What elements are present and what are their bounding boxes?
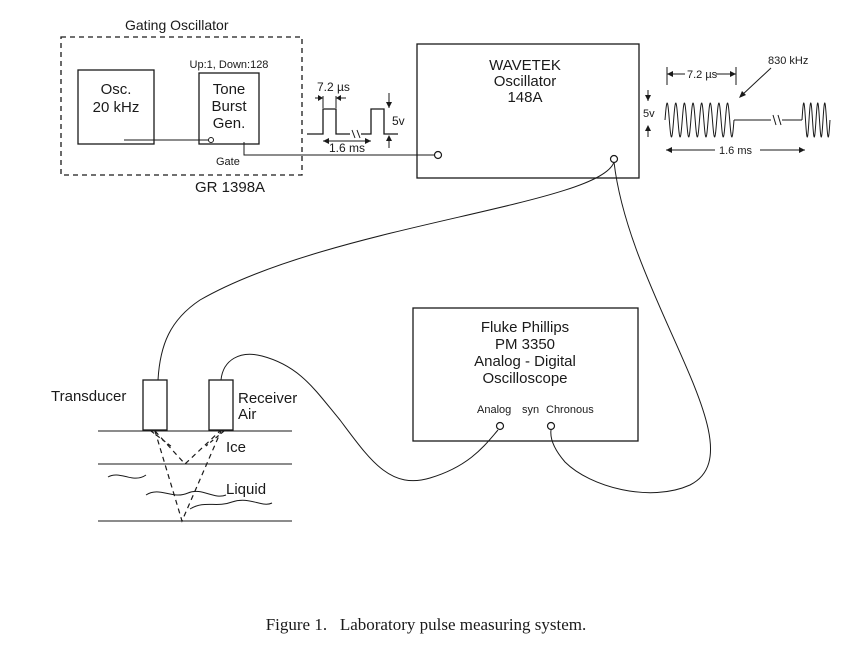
gating-oscillator-model: GR 1398A [195,179,265,196]
burst-time-break-mark [772,114,782,126]
receiver-label: Receiver [238,390,297,407]
burst-width-label: 7.2 µs [687,69,718,81]
liquid-label: Liquid [226,481,266,498]
arrowhead [323,138,329,144]
arrowhead [645,125,651,131]
tone-burst-box [198,72,260,145]
receiver-signal-cable [220,353,499,482]
oscilloscope: Fluke Phillips PM 3350 Analog - Digital … [412,307,639,442]
osc-label: Osc. [101,81,132,98]
sample-setup: Transducer Receiver Air Ice Liquid [51,379,297,523]
arrowhead [739,91,746,98]
wavetek-oscillator: WAVETEK Oscillator 148A [416,43,640,179]
receiver-element [208,379,234,431]
gating-oscillator-title: Gating Oscillator [125,17,229,33]
tone-burst-packet-2 [801,102,831,138]
osc-20khz-box [77,69,155,145]
transducer-label: Transducer [51,388,126,405]
liquid-bottom-ray-path [154,430,222,523]
arrowhead [645,95,651,101]
gate-pulse-trace-2 [361,108,398,135]
arrowhead [667,71,673,77]
gate-label: Gate [216,156,240,168]
oscilloscope-box [412,307,639,442]
oscilloscope-label: Oscilloscope [482,370,567,387]
arrowhead [365,138,371,144]
air-label: Air [238,406,256,423]
tone-burst-waveform: 7.2 µs 830 kHz 5v 1.6 ms [643,55,831,157]
arrowhead [666,147,672,153]
oscilloscope-model: PM 3350 [495,336,555,353]
gate-pulse-period-label: 1.6 ms [329,141,365,155]
tone-burst-line3: Gen. [213,115,246,132]
wavetek-box [416,43,640,179]
analog-input-terminal [495,421,505,431]
sync-cable [550,161,711,494]
burst-frequency-pointer [740,67,772,97]
arrowhead [386,102,392,108]
burst-amplitude-label: 5v [643,108,655,120]
sync-input-terminal [546,421,556,431]
burst-frequency-label: 830 kHz [768,55,808,67]
oscilloscope-brand: Fluke Phillips [481,319,569,336]
gate-to-wavetek-wire [243,142,435,156]
syn-label: syn [522,404,539,416]
oscilloscope-type: Analog - Digital [474,353,576,370]
wavetek-model: 148A [507,89,542,106]
gating-oscillator-enclosure [60,36,303,176]
time-break-mark [351,129,361,139]
arrowhead [799,147,805,153]
tone-burst-line2: Burst [211,98,247,115]
arrowhead [336,95,341,101]
ice-surface-ray-path [154,430,221,465]
wavetek-gate-input-terminal [433,150,443,160]
gating-oscillator: Gating Oscillator Osc. 20 kHz Up:1, Down… [60,17,303,196]
analog-port-label: Analog [477,404,511,416]
arrowhead [730,71,736,77]
wavetek-brand: WAVETEK [489,57,561,74]
gate-pulse-waveform: 7.2 µs 5v 1.6 ms [307,80,405,155]
liquid-wave-line [107,474,147,479]
liquid-wave-line [145,490,227,497]
gate-pulse-trace-1 [307,108,350,135]
wavetek-output-terminal [609,154,619,164]
gate-pulse-width-label: 7.2 µs [317,80,350,94]
tone-burst-updown: Up:1, Down:128 [190,59,269,71]
tone-burst-line1: Tone [213,81,246,98]
ice-label: Ice [226,439,246,456]
figure-caption: Figure 1. Laboratory pulse measuring sys… [266,615,587,634]
arrowhead [386,135,392,141]
chronous-port-label: Chronous [546,404,594,416]
ray-path [205,430,225,447]
wavetek-type: Oscillator [494,73,557,90]
burst-period-label: 1.6 ms [719,145,753,157]
toneburst-input-terminal [208,137,214,143]
tone-burst-packet-1 [664,102,735,138]
transducer-drive-cable [157,161,615,381]
ray-path [150,430,173,448]
transducer-element [142,379,168,431]
osc-frequency: 20 kHz [93,99,140,116]
arrowhead [318,95,323,101]
gate-pulse-amplitude-label: 5v [392,114,405,128]
liquid-wave-line [189,499,273,510]
